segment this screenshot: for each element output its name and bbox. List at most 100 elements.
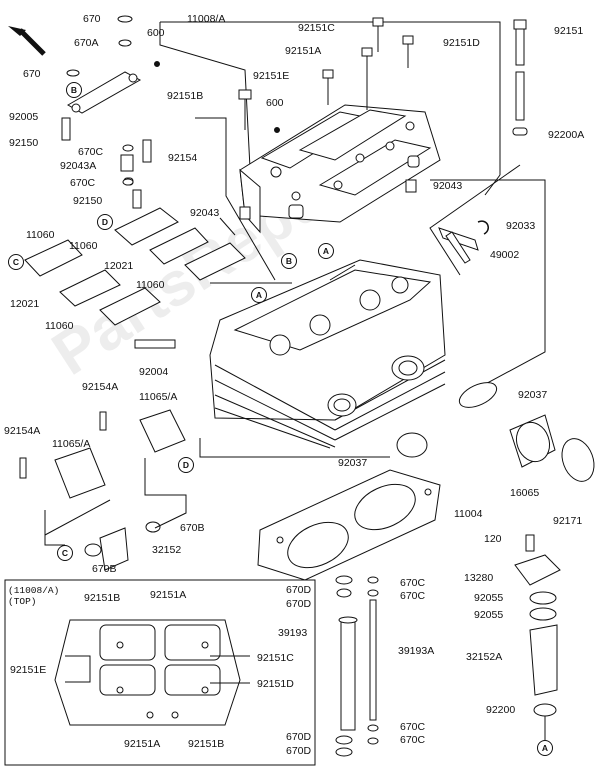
label-600: 600 [147,27,165,39]
label-92171: 92171 [553,515,583,527]
inset-label-92151b: 92151B [84,592,121,604]
label-12021: 12021 [104,260,134,272]
label-16065: 16065 [510,487,540,499]
label-92200a: 92200A [548,129,585,141]
label-32152: 32152 [152,544,182,556]
bracket-92005 [61,71,152,209]
stud-92004 [134,339,176,349]
label-92055: 92055 [474,592,504,604]
label-11060-4: 11060 [45,320,74,332]
label-92150: 92150 [9,137,39,149]
label-11065a-2: 11065/A [52,438,91,450]
inset-title-line2: (TOP) [8,596,37,607]
label-92037: 92037 [518,389,548,401]
label-92154a-2: 92154A [4,425,41,437]
dowel-92043 [405,179,417,193]
label-92150-2: 92150 [73,195,103,207]
washer-92200a [512,127,528,136]
reed-plates [24,207,292,326]
label-92154a: 92154A [82,381,119,393]
label-670c: 670C [78,146,104,158]
label-49002: 49002 [490,249,520,261]
label-92151d: 92151D [443,37,480,49]
label-11060: 11060 [26,229,55,241]
label-670c-4: 670C [400,590,426,602]
label-92200: 92200 [486,704,516,716]
inset-label-92151b-2: 92151B [188,738,225,750]
label-92005: 92005 [9,111,39,123]
label-670d-2: 670D [286,598,312,610]
label-92151b: 92151B [167,90,204,102]
label-670-2: 670 [23,68,41,80]
ref-c-1: C [8,254,24,270]
label-11004: 11004 [454,508,483,520]
label-92151: 92151 [554,25,584,37]
inset-title: (11008/A) (TOP) [8,585,59,607]
bolt-92151e [322,69,334,105]
bolt-92151c [372,17,384,52]
label-32152a: 32152A [466,651,503,663]
ref-b-2: B [281,253,297,269]
label-12021-2: 12021 [10,298,40,310]
ref-a-3: A [537,740,553,756]
inset-title-line1: (11008/A) [8,585,60,596]
label-92043: 92043 [433,180,463,192]
label-92151c: 92151C [298,22,335,34]
label-670d: 670D [286,584,312,596]
bolt-92151b [238,89,252,130]
pushrod-tubes [335,575,379,757]
label-39193: 39193 [278,627,308,639]
bolt-92151d [402,35,414,68]
ref-a-2: A [251,287,267,303]
label-13280: 13280 [464,572,494,584]
oil-pipe-49002 [438,227,479,251]
bolt-92151a [361,47,373,110]
label-11008a: 11008/A [187,13,226,25]
inset-label-92151a: 92151A [150,589,187,601]
clamps [396,382,595,482]
inset-label-92151e: 92151E [10,664,47,676]
dowel-92043-b [239,206,251,220]
label-92151e: 92151E [253,70,290,82]
label-92154: 92154 [168,152,198,164]
ref-c-2: C [57,545,73,561]
label-670b-2: 670B [92,563,117,575]
label-670: 670 [83,13,101,25]
label-670c-3: 670C [400,577,426,589]
label-11060-2: 11060 [69,240,98,252]
inset-label-92151a-2: 92151A [124,738,161,750]
label-670a: 670A [74,37,99,49]
label-120: 120 [484,533,502,545]
label-600-2: 600 [266,97,284,109]
label-670d-3: 670D [286,731,312,743]
ref-b-1: B [66,82,82,98]
label-670c-2: 670C [70,177,96,189]
cylinder-head-drawing [209,259,446,449]
right-bottom-parts [514,534,561,717]
inset-label-92151d: 92151D [257,678,294,690]
ref-d-1: D [97,214,113,230]
lower-left-parts [19,409,186,571]
label-92037-2: 92037 [338,457,368,469]
bolt-92151 [513,19,527,121]
label-11060-3: 11060 [136,279,165,291]
label-670c-5: 670C [400,721,426,733]
ref-a-1: A [318,243,334,259]
head-gasket-11004 [257,469,441,581]
label-92055-2: 92055 [474,609,504,621]
front-arrow-icon [8,26,46,56]
label-92043a: 92043A [60,160,97,172]
inset-label-92151c: 92151C [257,652,294,664]
inset-top-view [54,619,241,726]
callout-11008a [160,21,501,175]
label-670b: 670B [180,522,205,534]
label-92151a: 92151A [285,45,322,57]
cylinder-head-cover-drawing [239,104,441,234]
label-92033: 92033 [506,220,536,232]
label-39193a: 39193A [398,645,435,657]
label-670d-4: 670D [286,745,312,757]
label-92043-2: 92043 [190,207,220,219]
label-670c-6: 670C [400,734,426,746]
label-11065a: 11065/A [139,391,178,403]
